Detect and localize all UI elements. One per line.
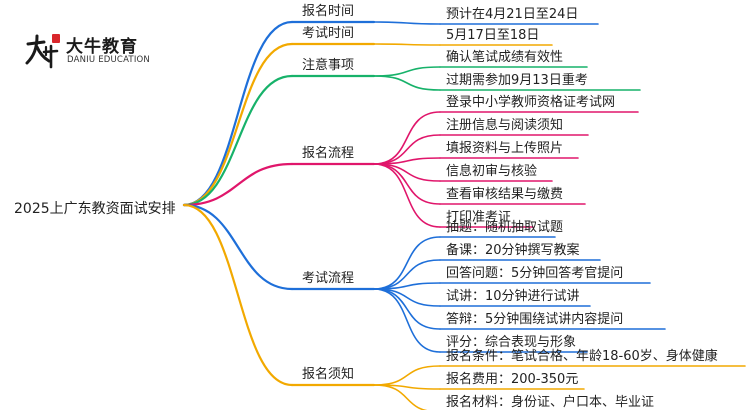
leaf-zhuyi-1: 过期需参加9月13日重考 <box>446 73 588 88</box>
leaf-kaoshi-liucheng-2: 回答问题：5分钟回答考官提问 <box>446 266 624 281</box>
connector-line <box>373 66 441 77</box>
leaf-liucheng-5: 打印准考证 <box>446 210 512 225</box>
leaf-xuzhi-1: 报名费用：200-350元 <box>446 372 579 387</box>
connector-line <box>373 75 441 91</box>
mindmap-root: 2025上广东教资面试安排 <box>14 201 176 217</box>
connector-line <box>373 282 441 290</box>
brand-name: 大牛教育 <box>66 37 138 57</box>
leaf-kaoshi-liucheng-5: 评分：综合表现与形象 <box>446 335 577 350</box>
daniu-logo-icon <box>25 34 60 69</box>
connector-line <box>373 111 441 165</box>
leaf-liucheng-2: 填报资料与上传照片 <box>446 141 564 156</box>
leaf-kaoshi-liucheng-1: 备课：20分钟撰写教案 <box>446 243 580 258</box>
leaf-kaoshi-liucheng-0: 抽题：随机抽取试题 <box>446 220 564 235</box>
connector-line <box>373 43 441 46</box>
connector-line <box>373 288 441 307</box>
connector-line <box>373 163 441 182</box>
branch-kaoshi-time: 考试时间 <box>302 26 355 41</box>
brand-name-en: DANIU EDUCATION <box>67 55 150 65</box>
leaf-liucheng-4: 查看审核结果与缴费 <box>446 187 564 202</box>
connector-line <box>373 384 428 410</box>
leaf-xuzhi-0: 报名条件：笔试合格、年龄18-60岁、身体健康 <box>446 349 718 364</box>
connector-line <box>373 21 441 25</box>
connector-line <box>373 365 441 386</box>
leaf-kaoshi-liucheng-3: 试讲：10分钟进行试讲 <box>446 289 580 304</box>
leaf-kaoshi-liucheng-4: 答辩：5分钟围绕试讲内容提问 <box>446 312 624 327</box>
leaf-liucheng-0: 登录中小学教师资格证考试网 <box>446 95 616 110</box>
red-seal-icon <box>52 34 60 43</box>
connector-line <box>373 157 441 165</box>
connector-line <box>182 74 294 207</box>
connector-line <box>373 236 441 290</box>
connector-line <box>182 203 294 387</box>
connector-line <box>182 162 294 207</box>
branch-liucheng: 报名流程 <box>302 146 355 161</box>
connector-line <box>373 163 441 205</box>
brand-logo: 大牛教育 DANIU EDUCATION <box>22 30 162 74</box>
leaf-liucheng-1: 注册信息与阅读须知 <box>446 118 564 133</box>
connector-line <box>182 203 294 291</box>
connector-line <box>373 288 441 330</box>
branch-kaoshi-liucheng: 考试流程 <box>302 271 355 286</box>
leaf-baoming-time-0: 预计在4月21日至24日 <box>446 7 579 22</box>
leaf-liucheng-3: 信息初审与核验 <box>446 164 538 179</box>
connector-line <box>373 288 441 353</box>
leaf-zhuyi-0: 确认笔试成绩有效性 <box>446 50 564 65</box>
connector-line <box>182 42 294 207</box>
leaf-kaoshi-time-0: 5月17日至18日 <box>446 28 540 43</box>
branch-xuzhi: 报名须知 <box>302 367 355 382</box>
connector-line <box>373 163 441 228</box>
branch-zhuyi: 注意事项 <box>302 58 355 73</box>
leaf-xuzhi-2: 报名材料：身份证、户口本、毕业证 <box>446 395 655 410</box>
branch-baoming-time: 报名时间 <box>302 4 355 19</box>
